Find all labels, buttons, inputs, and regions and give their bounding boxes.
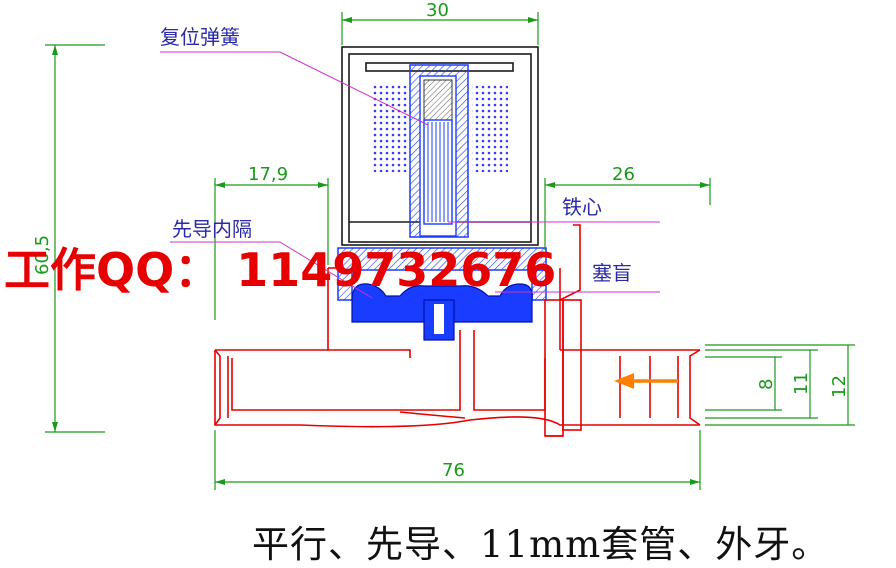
dimension-lines	[45, 12, 855, 490]
left-arrow-icon	[614, 373, 678, 389]
label-pilot-diaphragm: 先导内隔	[172, 217, 252, 241]
caption: 平行、先导、11mm套管、外牙。	[252, 523, 830, 566]
leader-lines	[160, 51, 660, 299]
plunger-tube	[409, 64, 469, 238]
valve-body	[214, 224, 701, 437]
dim-outlet-offset: 26	[612, 164, 635, 185]
coil-winding-right	[472, 84, 508, 172]
pilot-diaphragm	[351, 283, 533, 341]
label-iron-core: 铁心	[562, 195, 602, 219]
dim-bore-small: 8	[756, 379, 777, 390]
return-spring	[423, 79, 453, 121]
dim-bore-large: 12	[829, 375, 850, 398]
label-plug-cap: 塞盲	[592, 261, 632, 285]
label-return-spring: 复位弹簧	[160, 25, 240, 49]
coil-winding-left	[372, 84, 408, 172]
bonnet	[337, 247, 547, 301]
watermark-text: 工作QQ： 1149732676	[4, 243, 556, 297]
dim-total-length: 76	[442, 460, 465, 481]
dim-total-height: 60,5	[32, 235, 53, 275]
dimension-arrowheads	[52, 17, 710, 485]
dim-coil-width: 30	[426, 0, 449, 21]
dim-inlet-offset: 17,9	[248, 164, 288, 185]
iron-core	[423, 119, 453, 225]
dim-bore-mid: 11	[791, 372, 812, 395]
